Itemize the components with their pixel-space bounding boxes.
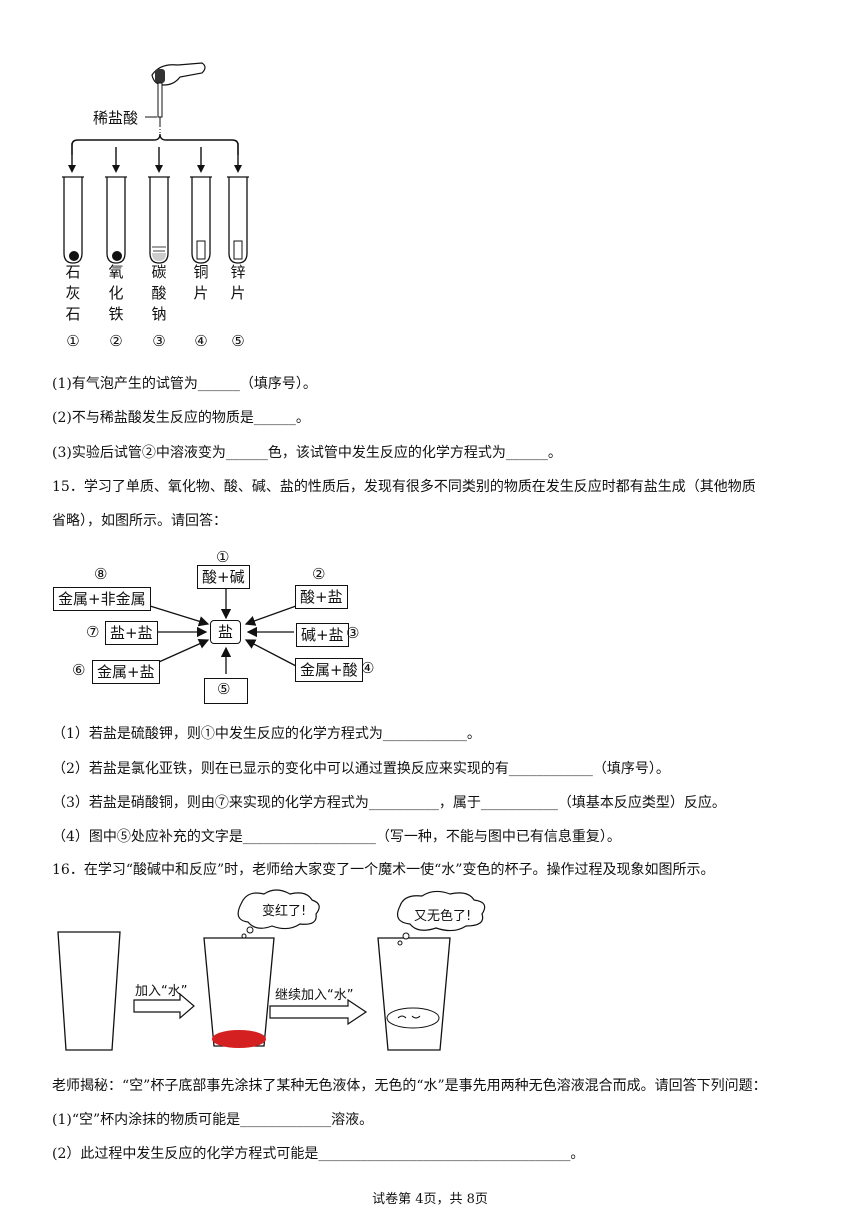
q16-part2: (2）此过程中发生反应的化学方程式可能是____________________…	[52, 1146, 585, 1162]
q15-part1: （1）若盐是硫酸钾，则①中发生反应的化学方程式为____________。	[52, 726, 481, 742]
q14-part2: (2)不与稀盐酸发生反应的物质是______。	[52, 410, 310, 426]
diagram-num-7: ⑦	[86, 623, 100, 641]
tube-1-number: ①	[66, 332, 80, 350]
arrow2-label: 继续加入“水”	[275, 988, 354, 1003]
q16-part1: (1)“空”杯内涂抹的物质可能是_____________溶液。	[52, 1112, 374, 1128]
tube-2-label: 氧化铁	[108, 263, 124, 323]
test-tube-figure	[62, 62, 249, 264]
magic-cup-figure	[57, 889, 486, 1051]
q14-part3: (3)实验后试管②中溶液变为______色，该试管中发生反应的化学方程式为___…	[52, 445, 562, 461]
diagram-num-1: ①	[216, 548, 230, 566]
tube-3-number: ③	[152, 332, 166, 350]
tube-5-number: ⑤	[231, 332, 245, 350]
page-footer: 试卷第 4页，共 8页	[372, 1192, 488, 1207]
q15-part3: （3）若盐是硝酸铜，则由⑦来实现的化学方程式为__________，属于____…	[52, 795, 726, 811]
diagram-box-base-salt: 碱+盐	[296, 623, 349, 647]
q15-part2: （2）若盐是氯化亚铁，则在已显示的变化中可以通过置换反应来实现的有_______…	[52, 761, 670, 777]
red-liquid	[212, 1030, 266, 1048]
tube-5-label: 锌片	[230, 263, 246, 302]
diagram-num-2: ②	[312, 565, 326, 583]
diagram-num-6: ⑥	[72, 661, 86, 679]
bubble-turned-red: 变红了!	[262, 904, 307, 919]
q15-part4: （4）图中⑤处应补充的文字是___________________（写一种，不能…	[52, 829, 621, 845]
bubble-colorless-again: 又无色了!	[414, 909, 472, 924]
diagram-box-salt-center: 盐	[210, 620, 242, 644]
acid-label: 稀盐酸	[93, 109, 139, 127]
diagram-num-8: ⑧	[94, 565, 108, 583]
q15-stem-line2: 省略），如图所示。请回答：	[52, 513, 227, 529]
q14-part1: (1)有气泡产生的试管为______（填序号）。	[52, 376, 317, 392]
tube-4-number: ④	[194, 332, 208, 350]
diagram-num-3: ③	[346, 624, 360, 642]
diagram-box-acid-salt: 酸+盐	[295, 585, 348, 609]
q16-stem: 16．在学习“酸碱中和反应”时，老师给大家变了一个魔术一使“水”变色的杯子。操作…	[52, 862, 715, 878]
diagram-box-salt-salt: 盐+盐	[105, 621, 158, 645]
diagram-num-5: ⑤	[217, 680, 231, 698]
tube-3-label: 碳酸钠	[151, 263, 167, 323]
tube-4-label: 铜片	[193, 263, 209, 302]
tube-1-label: 石灰石	[65, 263, 81, 323]
diagram-num-4: ④	[361, 659, 375, 677]
diagram-box-metal-acid: 金属+酸	[295, 658, 363, 682]
q16-reveal: 老师揭秘：“空”杯子底部事先涂抹了某种无色液体，无色的“水”是事先用两种无色溶液…	[52, 1078, 767, 1094]
q15-stem-line1: 15．学习了单质、氧化物、酸、碱、盐的性质后，发现有很多不同类别的物质在发生反应…	[52, 479, 756, 495]
diagram-box-blank	[204, 678, 248, 704]
tube-2-number: ②	[109, 332, 123, 350]
diagram-box-metal-salt: 金属+盐	[92, 660, 160, 684]
diagram-box-metal-nonmetal: 金属+非金属	[53, 587, 151, 611]
salt-diagram-arrows	[149, 588, 297, 674]
diagram-box-acid-base: 酸+碱	[197, 565, 250, 589]
arrow1-label: 加入“水”	[135, 984, 188, 999]
